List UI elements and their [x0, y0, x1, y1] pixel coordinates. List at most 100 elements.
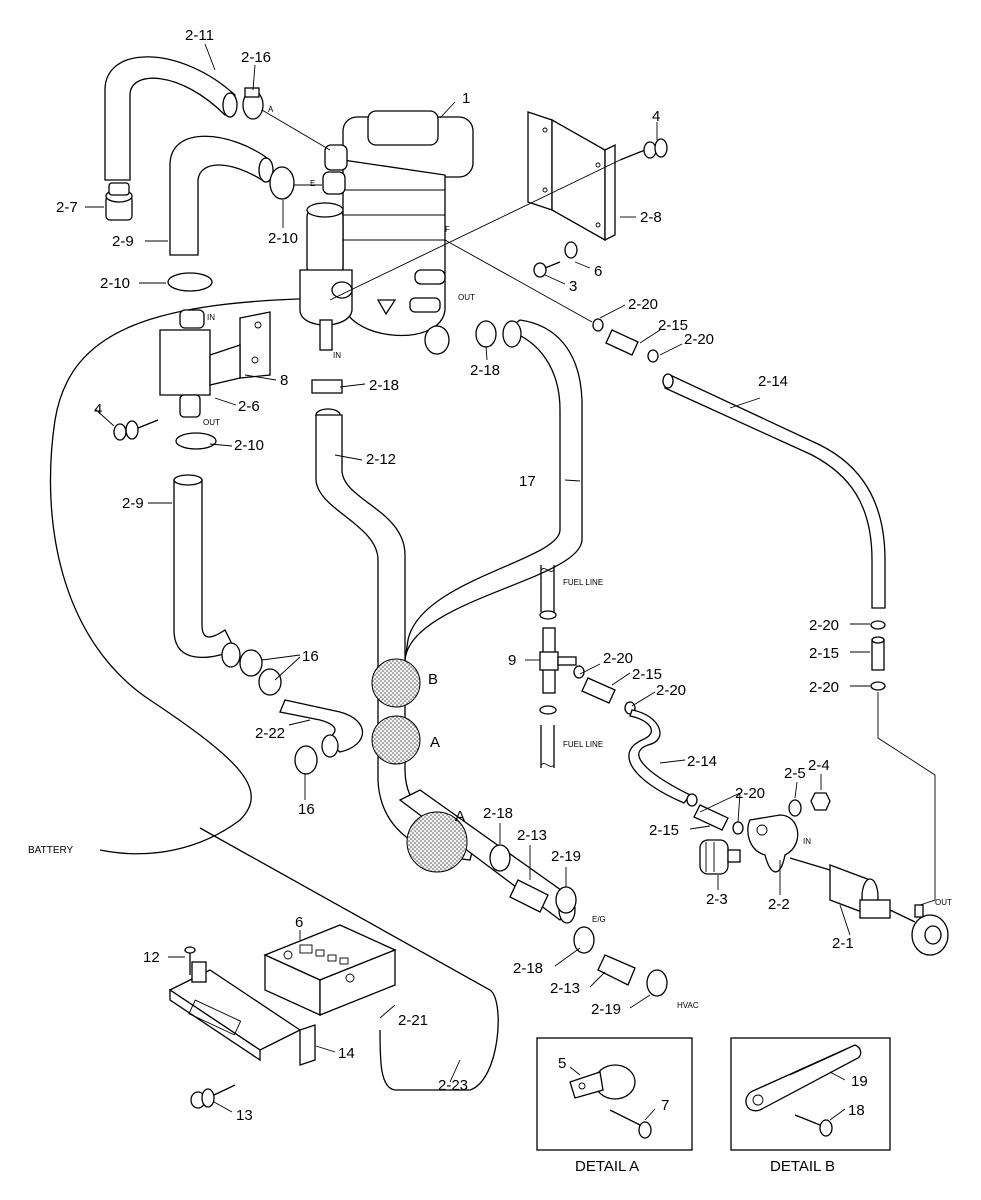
fuel-hose-2-14-upper [664, 374, 886, 609]
label-7: 7 [661, 1097, 669, 1114]
mark-in-silencer: IN [207, 313, 215, 322]
mark-out-pump: OUT [935, 898, 952, 907]
label-1: 1 [462, 90, 470, 107]
clamp-2-19-eg [555, 886, 577, 914]
detail-a-clamp [569, 1064, 652, 1139]
label-2-12: 2-12 [366, 451, 396, 468]
label-6-controller: 6 [295, 914, 303, 931]
label-2-20-d: 2-20 [656, 682, 686, 699]
label-5: 5 [558, 1055, 566, 1072]
label-4-lower: 4 [94, 401, 102, 418]
label-2-2: 2-2 [768, 896, 790, 913]
mark-circle-b: B [428, 671, 438, 688]
label-2-10-upper: 2-10 [268, 230, 298, 247]
label-2-14-upper: 2-14 [758, 373, 788, 390]
bolt-13 [190, 1084, 236, 1109]
nut-2-4 [810, 792, 831, 811]
mark-fuel-line-lower: FUEL LINE [563, 740, 603, 749]
label-6-washer: 6 [594, 263, 602, 280]
clamp-2-18-lower [573, 926, 595, 954]
label-4-upper: 4 [652, 108, 660, 125]
clamp-16b [258, 668, 282, 696]
label-2-5: 2-5 [784, 765, 806, 782]
mark-in-heater: IN [333, 351, 341, 360]
clamp-2-18-eg [489, 844, 511, 872]
label-2-15-b: 2-15 [632, 666, 662, 683]
bracket-2-8 [527, 111, 616, 242]
label-2-3: 2-3 [706, 891, 728, 908]
label-2-13-lower: 2-13 [550, 980, 580, 997]
clamp-2-20-right-upper [870, 620, 886, 630]
washer-6 [564, 241, 578, 259]
heater-unit [299, 110, 474, 355]
label-2-20-b: 2-20 [684, 331, 714, 348]
label-2-15-d: 2-15 [649, 822, 679, 839]
pipe-2-13-upper [509, 879, 549, 913]
fuel-hose-2-14-lower [628, 709, 691, 804]
clamp-2-18-inlet [311, 379, 343, 394]
mark-f-small: F [445, 225, 450, 234]
bolt-4-lower [113, 419, 159, 441]
detail-circle-a2 [406, 811, 468, 873]
label-2-20-a: 2-20 [628, 296, 658, 313]
mark-fuel-line-upper: FUEL LINE [563, 578, 603, 587]
mark-circle-a1: A [430, 734, 440, 751]
label-2-10-middle: 2-10 [100, 275, 130, 292]
part-labels: 2-11 2-16 1 4 2-7 2-9 2-10 2-8 6 3 2-10 … [56, 27, 868, 1124]
damper-2-3 [699, 839, 741, 875]
label-16-lower: 16 [298, 801, 315, 818]
label-2-20-c: 2-20 [603, 650, 633, 667]
label-2-8: 2-8 [640, 209, 662, 226]
clamp-2-10-middle [167, 272, 213, 292]
mark-in-pump: IN [803, 837, 811, 846]
label-2-18-lower: 2-18 [513, 960, 543, 977]
label-14: 14 [338, 1045, 355, 1062]
detail-a-box [536, 1037, 693, 1151]
mark-out-heater: OUT [458, 293, 475, 302]
pipe-17 [404, 319, 583, 661]
small-marks: A E F IN OUT IN OUT FUEL LINE FUEL LINE … [28, 105, 952, 1010]
label-2-10-lower: 2-10 [234, 437, 264, 454]
clamp-2-20-upper-b [647, 349, 659, 363]
clamp-16a [239, 649, 263, 677]
label-2-20-g: 2-20 [735, 785, 765, 802]
clamp-2-10-upper [269, 166, 295, 200]
label-2-19-eg: 2-19 [551, 848, 581, 865]
fuel-pump-2-1 [789, 857, 949, 956]
detail-circle-b [371, 658, 421, 708]
label-2-9-lower: 2-9 [122, 495, 144, 512]
bracket-14 [168, 961, 316, 1066]
label-2-18-outlet: 2-18 [470, 362, 500, 379]
controller-6 [263, 924, 397, 1017]
label-2-18-inlet: 2-18 [369, 377, 399, 394]
hose-2-22 [279, 699, 364, 753]
mark-battery: BATTERY [28, 845, 74, 856]
cap-2-7 [105, 182, 133, 221]
mark-out-silencer: OUT [203, 418, 220, 427]
label-2-14-lower: 2-14 [687, 753, 717, 770]
hose-2-9-upper [169, 135, 271, 256]
label-2-19-hvac: 2-19 [591, 1001, 621, 1018]
battery-harness-wire [49, 297, 341, 855]
pipe-2-15-pump [693, 804, 729, 831]
label-17: 17 [519, 473, 536, 490]
label-2-11: 2-11 [185, 27, 214, 44]
label-3: 3 [569, 278, 577, 295]
label-2-20-f: 2-20 [809, 679, 839, 696]
label-2-6: 2-6 [238, 398, 260, 415]
clamp-2-18-outlet [475, 320, 497, 348]
label-2-4: 2-4 [808, 757, 830, 774]
pipe-2-12 [315, 414, 476, 861]
label-2-20-e: 2-20 [809, 617, 839, 634]
detail-a-caption: DETAIL A [575, 1158, 639, 1175]
label-2-15-a: 2-15 [658, 317, 688, 334]
bracket-2-2 [747, 814, 799, 873]
mark-eg: E/G [592, 915, 606, 924]
screw-12 [184, 946, 196, 975]
tee-fitting-9 [539, 627, 585, 694]
label-2-1: 2-1 [832, 935, 854, 952]
label-2-21: 2-21 [398, 1012, 428, 1029]
harness-wire-2-23 [199, 827, 499, 1091]
label-18: 18 [848, 1102, 865, 1119]
pipe-2-15-right [871, 639, 885, 671]
